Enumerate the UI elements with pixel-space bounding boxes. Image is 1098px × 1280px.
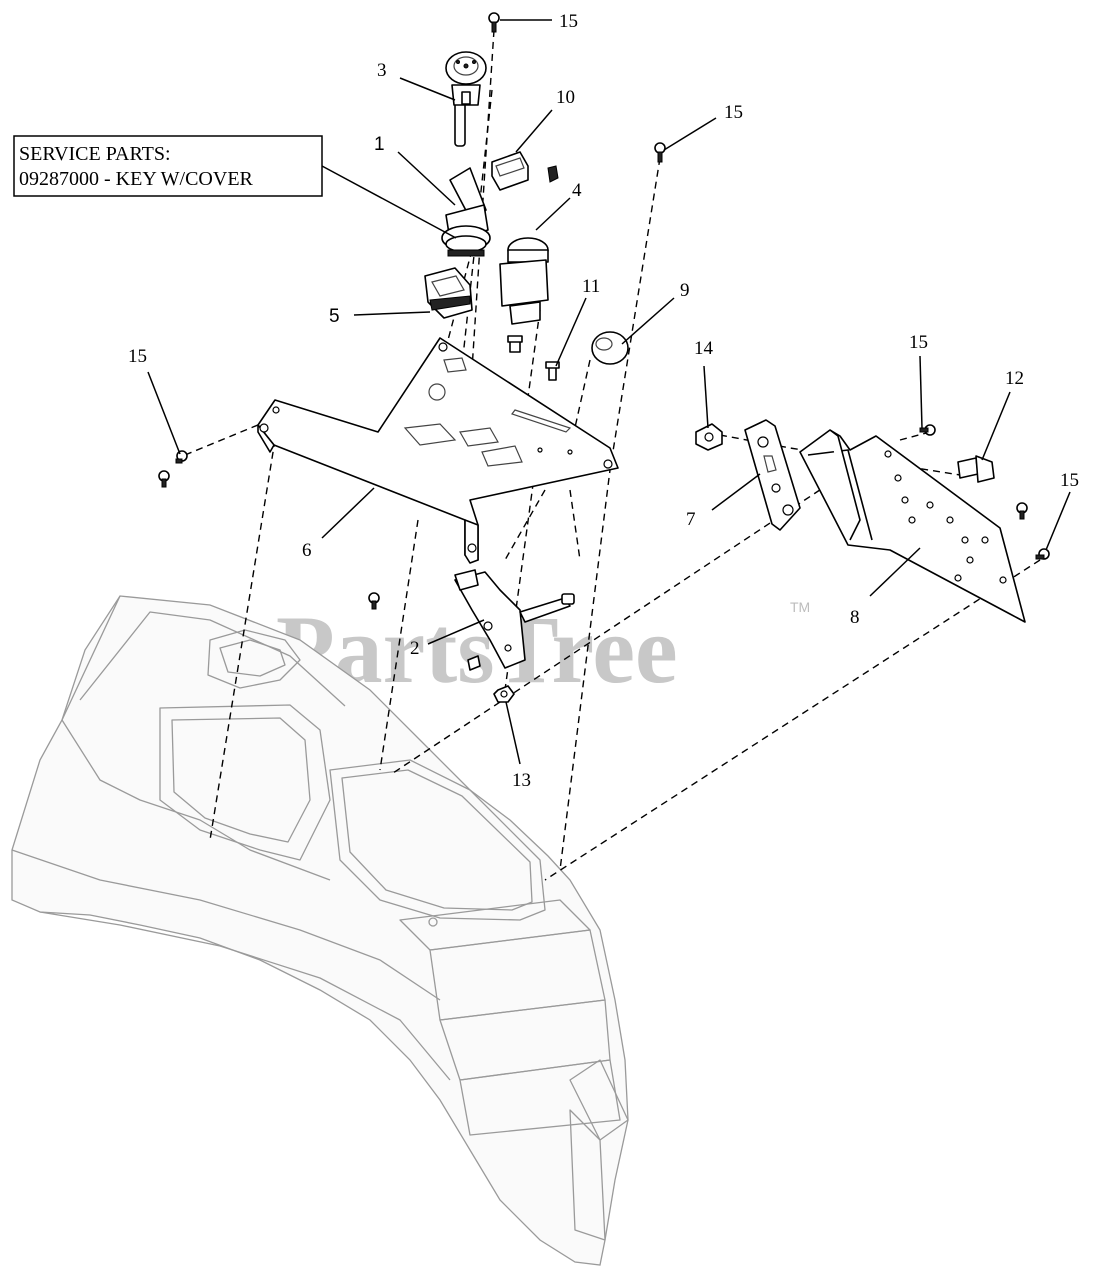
console-housing bbox=[11, 595, 629, 1266]
callout-15-left: 15 bbox=[128, 346, 147, 367]
leader-lines bbox=[147, 19, 1071, 765]
callout-13: 13 bbox=[512, 770, 531, 791]
callout-7: 7 bbox=[686, 509, 696, 530]
part-3-ignition-switch bbox=[445, 51, 487, 147]
part-1-key bbox=[441, 167, 491, 257]
callout-6: 6 bbox=[302, 540, 312, 561]
callout-15-right: 15 bbox=[909, 332, 928, 353]
part-8-large-bracket bbox=[799, 429, 1026, 623]
part-12-bolt bbox=[957, 455, 995, 483]
part-6-mounting-plate bbox=[257, 337, 619, 564]
part-2-bracket bbox=[454, 569, 575, 671]
watermark-tm: TM bbox=[790, 599, 810, 615]
part-5-switch bbox=[424, 267, 473, 319]
callout-10: 10 bbox=[556, 87, 575, 108]
service-parts-title: SERVICE PARTS: bbox=[19, 143, 171, 165]
part-14-washer bbox=[695, 423, 723, 451]
callout-5: 5 bbox=[329, 306, 340, 327]
part-4-pto-knob bbox=[499, 237, 549, 325]
service-parts-key-cover: 09287000 - KEY W/COVER bbox=[19, 168, 254, 190]
callout-15-upper-right: 15 bbox=[724, 102, 743, 123]
callout-8: 8 bbox=[850, 607, 860, 628]
part-10-switch bbox=[491, 151, 559, 191]
callout-15-far-right: 15 bbox=[1060, 470, 1079, 491]
part-9-ball-knob bbox=[591, 331, 629, 365]
part-11-screw bbox=[507, 335, 560, 381]
callout-labels: 15 3 10 15 1 4 11 9 5 15 14 15 12 15 7 6… bbox=[128, 11, 1079, 791]
callout-11: 11 bbox=[582, 276, 600, 297]
callout-14: 14 bbox=[694, 338, 714, 359]
callout-1: 1 bbox=[374, 134, 385, 155]
callout-4: 4 bbox=[572, 180, 582, 201]
callout-9: 9 bbox=[680, 280, 690, 301]
callout-3: 3 bbox=[377, 60, 387, 81]
callout-12: 12 bbox=[1005, 368, 1024, 389]
service-parts-box: SERVICE PARTS: 09287000 - KEY W/COVER bbox=[13, 135, 323, 197]
callout-2: 2 bbox=[410, 638, 420, 659]
callout-15-top: 15 bbox=[559, 11, 578, 32]
part-15-screws bbox=[158, 12, 1050, 610]
part-7-small-bracket bbox=[744, 419, 801, 531]
part-13-nut bbox=[493, 685, 515, 703]
